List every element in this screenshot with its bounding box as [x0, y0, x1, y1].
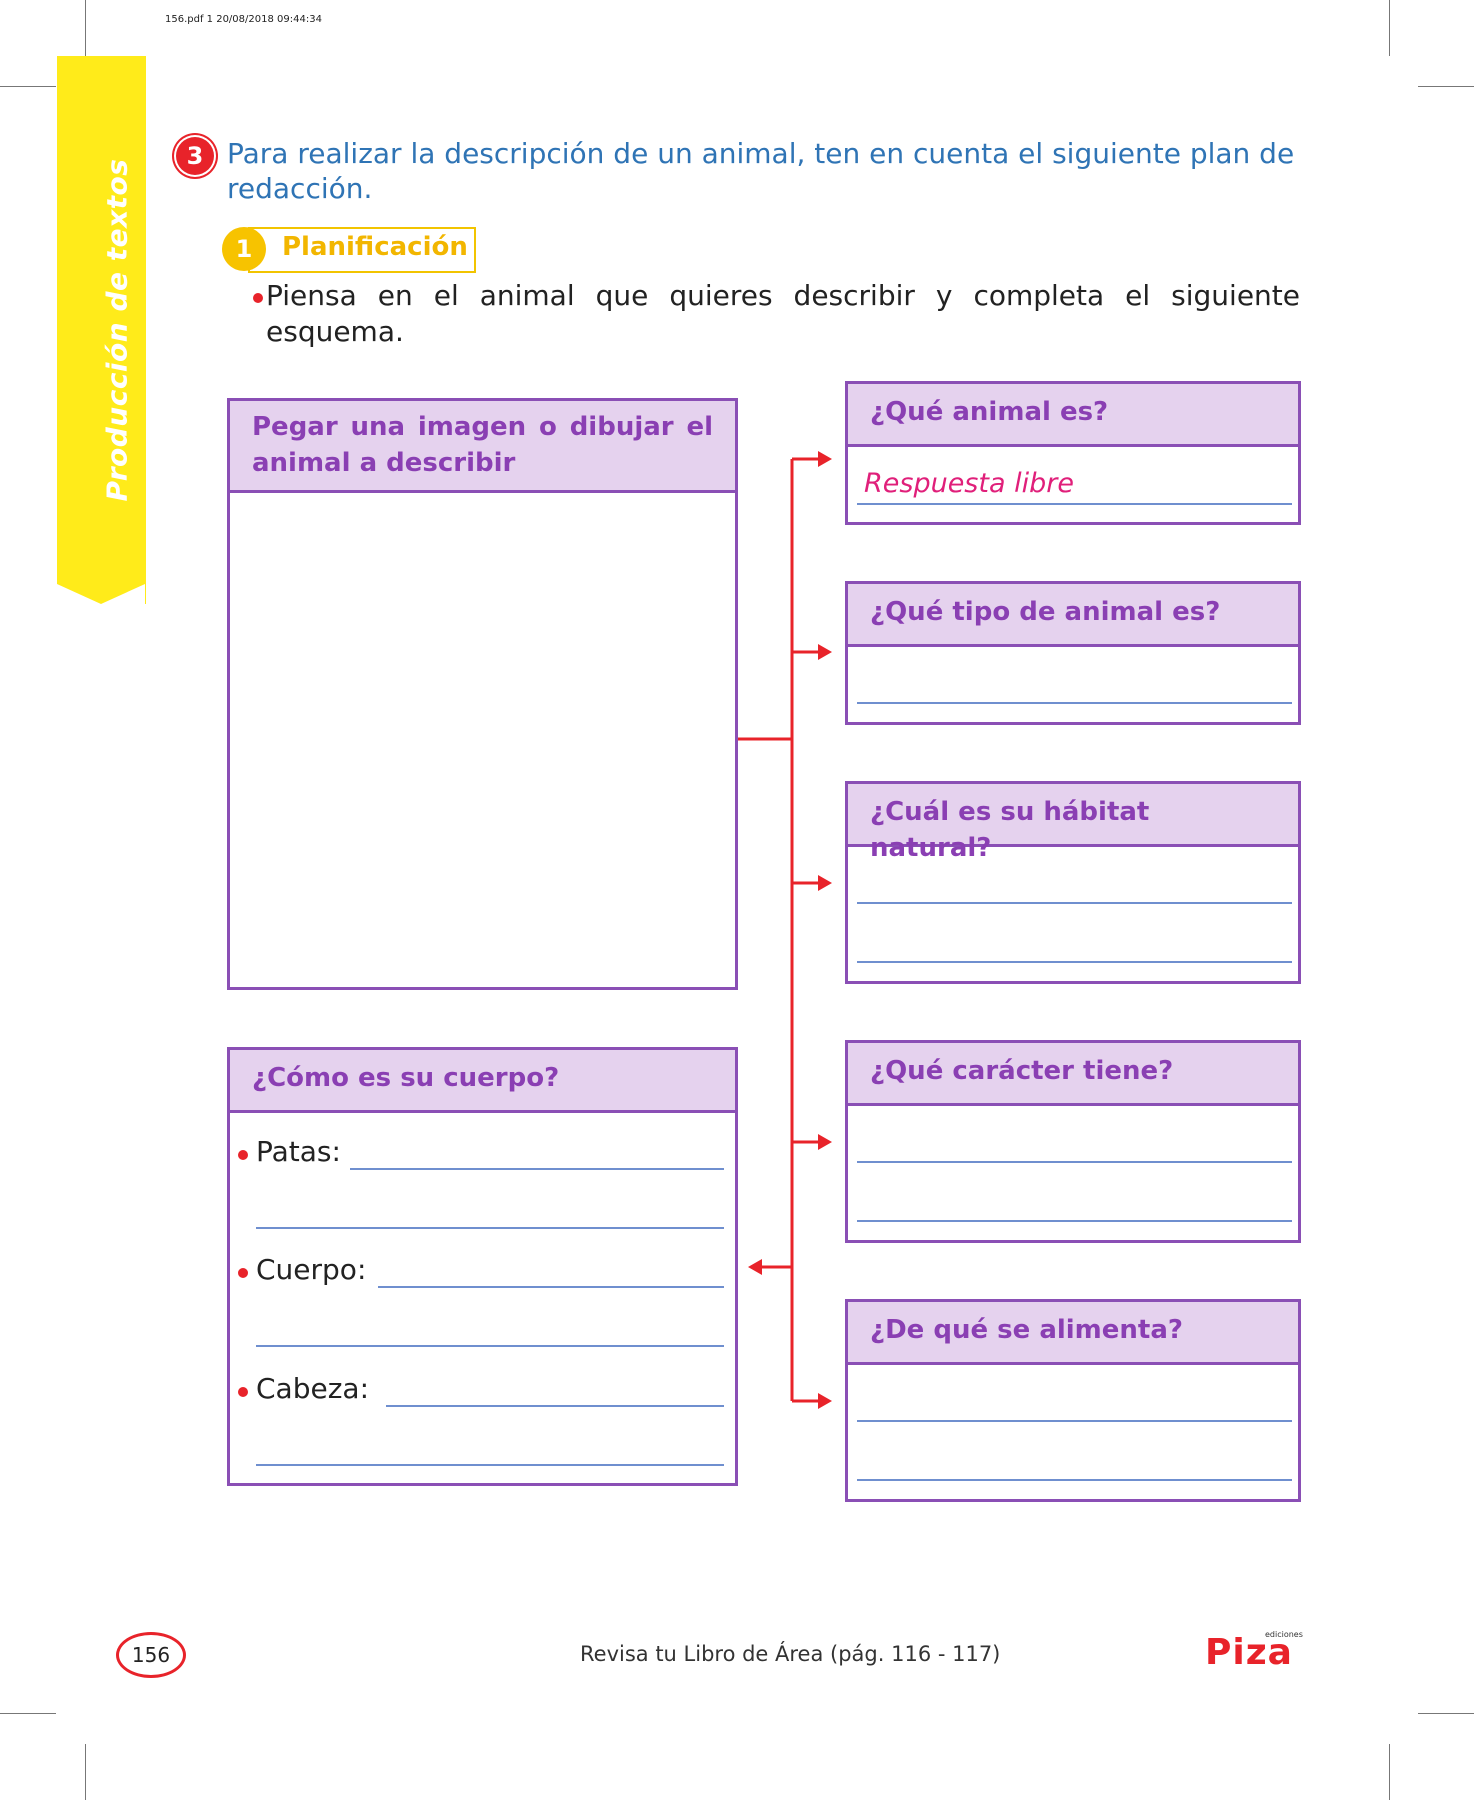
- body-item-label: Cuerpo:: [256, 1253, 367, 1286]
- arrow-head: [818, 875, 832, 891]
- image-drawing-box[interactable]: Pegar una imagen o dibujar el animal a d…: [227, 398, 738, 990]
- crop-mark: [1418, 1713, 1474, 1714]
- logo-small-text: ediciones: [1265, 1630, 1303, 1639]
- ribbon-notch: [57, 584, 145, 604]
- answer-line[interactable]: [857, 1420, 1292, 1422]
- arrow-head: [818, 1134, 832, 1150]
- answer-line-cabeza[interactable]: [386, 1405, 724, 1407]
- answer-line-cabeza-2[interactable]: [256, 1464, 724, 1466]
- question-title: ¿Qué animal es?: [848, 384, 1298, 447]
- crop-mark: [0, 1713, 56, 1714]
- page-number: 156: [116, 1632, 186, 1678]
- book-reference: Revisa tu Libro de Área (pág. 116 - 117): [580, 1642, 1001, 1666]
- question-title: ¿De qué se alimenta?: [848, 1302, 1298, 1365]
- answer-line[interactable]: [857, 1220, 1292, 1222]
- activity-number-badge: 3: [176, 137, 214, 175]
- arrow-head: [818, 451, 832, 467]
- question-title: ¿Qué carácter tiene?: [848, 1043, 1298, 1106]
- print-slug: 156.pdf 1 20/08/2018 09:44:34: [165, 14, 322, 25]
- crop-mark: [1389, 0, 1390, 56]
- body-box-title: ¿Cómo es su cuerpo?: [230, 1050, 735, 1113]
- answer-line[interactable]: [857, 1161, 1292, 1163]
- answer-line[interactable]: [857, 503, 1292, 505]
- answer-line-cuerpo-2[interactable]: [256, 1345, 724, 1347]
- question-title: ¿Qué tipo de animal es?: [848, 584, 1298, 647]
- answer-line-patas-2[interactable]: [256, 1227, 724, 1229]
- answer-line[interactable]: [857, 1479, 1292, 1481]
- sample-answer: Respuesta libre: [864, 468, 1074, 499]
- question-box-animal: ¿Qué animal es?: [845, 381, 1301, 525]
- answer-line[interactable]: [857, 961, 1292, 963]
- question-box-food: ¿De qué se alimenta?: [845, 1299, 1301, 1502]
- step-label: Planificación: [282, 232, 468, 262]
- crop-mark: [85, 0, 86, 56]
- crop-mark: [1418, 86, 1474, 87]
- crop-mark: [0, 86, 56, 87]
- arrow-head: [818, 644, 832, 660]
- question-box-habitat: ¿Cuál es su hábitat natural?: [845, 781, 1301, 984]
- bullet-dot: [238, 1387, 248, 1397]
- bullet-instruction: Piensa en el animal que quieres describi…: [266, 279, 1300, 348]
- question-box-type: ¿Qué tipo de animal es?: [845, 581, 1301, 725]
- answer-line-cuerpo[interactable]: [378, 1286, 724, 1288]
- step-number-badge: 1: [222, 227, 266, 271]
- crop-mark: [85, 1744, 86, 1800]
- arrow-head: [818, 1393, 832, 1409]
- bullet-dot: [238, 1150, 248, 1160]
- side-ribbon: [57, 56, 146, 604]
- arrow-head: [748, 1259, 762, 1275]
- bullet-dot: [238, 1268, 248, 1278]
- question-title: ¿Cuál es su hábitat natural?: [848, 784, 1298, 863]
- crop-mark: [1389, 1744, 1390, 1800]
- answer-line[interactable]: [857, 902, 1292, 904]
- body-item-label: Patas:: [256, 1135, 341, 1168]
- answer-line-patas[interactable]: [350, 1168, 724, 1170]
- question-box-character: ¿Qué carácter tiene?: [845, 1040, 1301, 1243]
- bullet-dot: [253, 293, 263, 303]
- image-box-title: Pegar una imagen o dibujar el animal a d…: [230, 401, 735, 493]
- answer-line[interactable]: [857, 702, 1292, 704]
- body-box: ¿Cómo es su cuerpo?: [227, 1047, 738, 1486]
- body-item-label: Cabeza:: [256, 1372, 369, 1405]
- logo-main-text: Piza: [1205, 1632, 1293, 1673]
- activity-instruction: Para realizar la descripción de un anima…: [227, 137, 1295, 205]
